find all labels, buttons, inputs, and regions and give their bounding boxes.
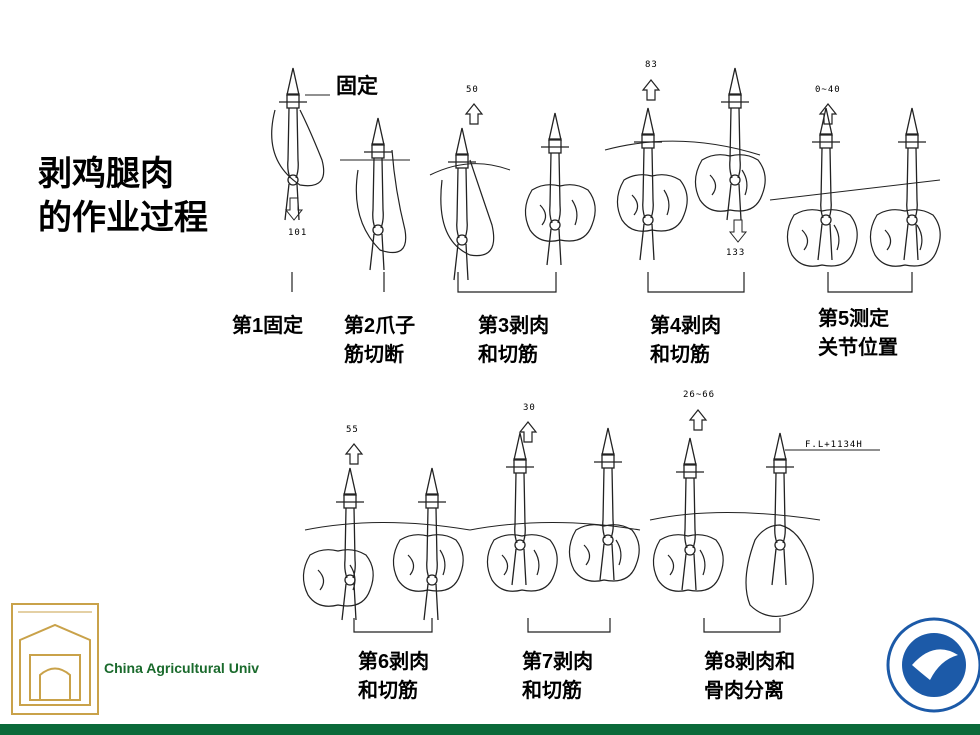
step-5-line1: 第5测定 bbox=[818, 308, 890, 330]
university-name-text: China Agricultural Univ bbox=[104, 660, 260, 676]
step-8-line2: 骨肉分离 bbox=[704, 680, 784, 702]
step-7-caption: 第7剥肉 和切筋 bbox=[522, 648, 593, 706]
value-101: 101 bbox=[288, 228, 308, 238]
step-1-caption: 第1固定 bbox=[232, 312, 303, 341]
step-2-caption: 第2爪子 筋切断 bbox=[344, 312, 415, 370]
step-5-line2: 关节位置 bbox=[818, 337, 898, 359]
step-3-line2: 和切筋 bbox=[478, 344, 538, 366]
stage-5-drawing bbox=[769, 103, 941, 267]
page-title: 剥鸡腿肉 的作业过程 bbox=[38, 152, 208, 240]
engineering-college-emblem-icon bbox=[886, 617, 980, 713]
step-4-caption: 第4剥肉 和切筋 bbox=[650, 312, 721, 370]
step-3-line1: 第3剥肉 bbox=[478, 315, 550, 337]
value-26-66: 26~66 bbox=[683, 390, 716, 400]
value-50: 50 bbox=[466, 85, 479, 95]
step-3-caption: 第3剥肉 和切筋 bbox=[478, 312, 549, 370]
value-55: 55 bbox=[346, 425, 359, 435]
step-8-caption: 第8剥肉和 骨肉分离 bbox=[704, 648, 795, 706]
step-7-line2: 和切筋 bbox=[522, 680, 582, 702]
stage-6-drawing bbox=[302, 443, 471, 621]
step-4-line2: 和切筋 bbox=[650, 344, 710, 366]
step-2-line1: 第2爪子 bbox=[344, 315, 416, 337]
page-title-line2: 的作业过程 bbox=[38, 199, 208, 237]
value-133: 133 bbox=[726, 248, 746, 258]
step-6-caption: 第6剥肉 和切筋 bbox=[358, 648, 429, 706]
step-1-line1: 第1固定 bbox=[232, 315, 304, 337]
step-6-line1: 第6剥肉 bbox=[358, 651, 430, 673]
value-30: 30 bbox=[523, 403, 536, 413]
bottom-row-brackets bbox=[353, 618, 781, 633]
step-4-line1: 第4剥肉 bbox=[650, 315, 722, 337]
top-row-brackets bbox=[291, 272, 913, 293]
university-crest-icon bbox=[11, 603, 99, 715]
stage-4-drawing bbox=[604, 67, 766, 261]
page-title-line1: 剥鸡腿肉 bbox=[38, 155, 174, 193]
stage-3-drawing bbox=[429, 103, 596, 281]
fix-label: 固定 bbox=[336, 75, 378, 98]
stage-8-drawing bbox=[649, 409, 880, 617]
value-83: 83 bbox=[645, 60, 658, 70]
step-2-line2: 筋切断 bbox=[344, 344, 404, 366]
step-5-caption: 第5测定 关节位置 bbox=[818, 305, 898, 363]
step-6-line2: 和切筋 bbox=[358, 680, 418, 702]
step-7-line1: 第7剥肉 bbox=[522, 651, 594, 673]
stage-1-drawing bbox=[271, 67, 330, 221]
stage-7-drawing bbox=[469, 421, 641, 592]
stage-2-drawing bbox=[340, 117, 410, 271]
value-fl: F.L+1134H bbox=[805, 440, 863, 450]
footer-bar bbox=[0, 724, 980, 735]
value-0-40: 0~40 bbox=[815, 85, 841, 95]
step-8-line1: 第8剥肉和 bbox=[704, 651, 796, 673]
